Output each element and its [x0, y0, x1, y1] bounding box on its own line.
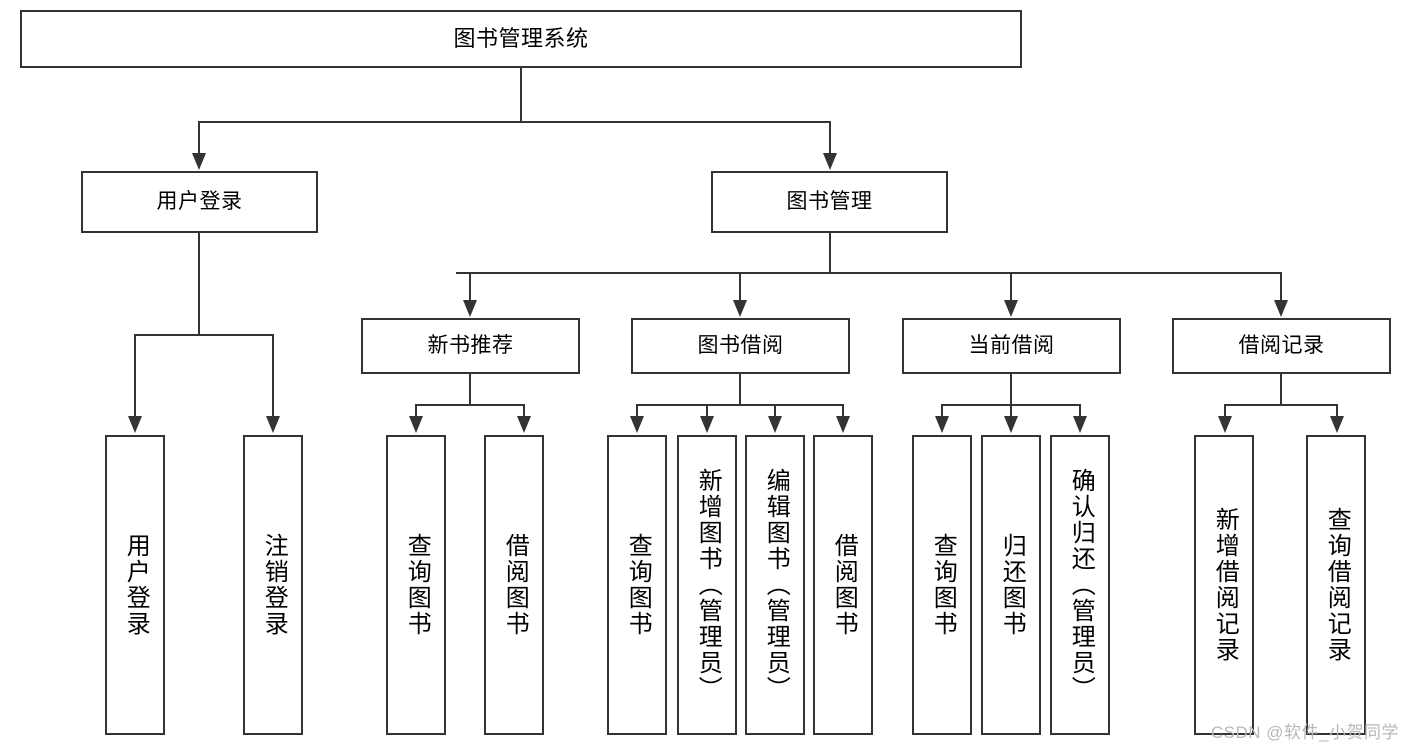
- node-label: 注销登录: [260, 533, 288, 637]
- arrow-new-book-to-leaf-2: [517, 416, 531, 433]
- node-label: 借阅图书: [501, 533, 529, 637]
- node-leaf-borrow-query-book[interactable]: 查询图书: [607, 435, 667, 735]
- node-sub-book-borrow[interactable]: 图书借阅: [631, 318, 850, 374]
- node-leaf-current-confirm-return[interactable]: 确认归还（管理员）: [1050, 435, 1110, 735]
- arrow-current-borrow-to-leaf-2: [1004, 416, 1018, 433]
- node-label: 查询图书: [929, 533, 957, 637]
- connector-borrow-record-trunk: [1280, 374, 1282, 405]
- node-leaf-borrow-borrow-book[interactable]: 借阅图书: [813, 435, 873, 735]
- connector-new-book-to-leaf-2: [523, 404, 525, 418]
- node-label: 编辑图书（管理员）: [762, 468, 790, 702]
- arrow-book-borrow-to-leaf-4: [836, 416, 850, 433]
- node-label: 用户登录: [156, 189, 243, 213]
- arrow-root-to-book-mgmt: [823, 153, 837, 170]
- arrow-book-mgmt-to-sub-1: [463, 300, 477, 317]
- node-leaf-user-logout[interactable]: 注销登录: [243, 435, 303, 735]
- node-label: 图书管理: [786, 189, 873, 213]
- node-leaf-current-query-book[interactable]: 查询图书: [912, 435, 972, 735]
- node-label: 借阅记录: [1238, 333, 1325, 357]
- connector-book-mgmt-trunk: [829, 233, 831, 273]
- node-branch-book-management[interactable]: 图书管理: [711, 171, 948, 233]
- arrow-book-mgmt-to-sub-2: [733, 300, 747, 317]
- arrow-book-mgmt-to-sub-4: [1274, 300, 1288, 317]
- connector-current-borrow-trunk: [1010, 374, 1012, 405]
- connector-book-borrow-to-leaf-1: [636, 404, 638, 418]
- node-leaf-new-book-borrow[interactable]: 借阅图书: [484, 435, 544, 735]
- node-label: 图书借阅: [697, 333, 784, 357]
- arrow-book-mgmt-to-sub-3: [1004, 300, 1018, 317]
- arrow-current-borrow-to-leaf-1: [935, 416, 949, 433]
- connector-book-borrow-to-leaf-4: [842, 404, 844, 418]
- connector-book-borrow-to-leaf-3: [774, 404, 776, 418]
- connector-new-book-to-leaf-1: [415, 404, 417, 418]
- node-label: 新增图书（管理员）: [694, 468, 722, 702]
- connector-borrow-record-to-leaf-2: [1336, 404, 1338, 418]
- connector-user-login-to-leaf-1: [134, 334, 136, 418]
- arrow-user-login-to-leaf-1: [128, 416, 142, 433]
- arrow-current-borrow-to-leaf-3: [1073, 416, 1087, 433]
- connector-new-book-trunk: [469, 374, 471, 405]
- arrow-book-borrow-to-leaf-1: [630, 416, 644, 433]
- node-label: 新书推荐: [427, 333, 514, 357]
- node-leaf-borrow-edit-book[interactable]: 编辑图书（管理员）: [745, 435, 805, 735]
- node-leaf-current-return-book[interactable]: 归还图书: [981, 435, 1041, 735]
- connector-current-borrow-to-leaf-3: [1079, 404, 1081, 418]
- node-sub-new-book-recommend[interactable]: 新书推荐: [361, 318, 580, 374]
- node-leaf-new-book-query[interactable]: 查询图书: [386, 435, 446, 735]
- node-label: 查询图书: [403, 533, 431, 637]
- node-label: 当前借阅: [968, 333, 1055, 357]
- arrow-book-borrow-to-leaf-3: [768, 416, 782, 433]
- connector-user-login-to-leaf-2: [272, 334, 274, 418]
- connector-user-login-bus: [134, 334, 274, 336]
- connector-current-borrow-to-leaf-2: [1010, 404, 1012, 418]
- node-leaf-borrow-add-book[interactable]: 新增图书（管理员）: [677, 435, 737, 735]
- connector-root-to-book-mgmt: [829, 121, 831, 155]
- node-label: 新增借阅记录: [1211, 507, 1239, 663]
- connector-book-borrow-bus: [636, 404, 844, 406]
- node-leaf-record-add[interactable]: 新增借阅记录: [1194, 435, 1254, 735]
- connector-book-mgmt-to-sub-3: [1010, 272, 1012, 302]
- node-leaf-record-query[interactable]: 查询借阅记录: [1306, 435, 1366, 735]
- node-label: 归还图书: [998, 533, 1026, 637]
- node-label: 借阅图书: [830, 533, 858, 637]
- connector-user-login-trunk: [198, 233, 200, 335]
- connector-book-mgmt-to-sub-1: [469, 272, 471, 302]
- connector-book-borrow-trunk: [739, 374, 741, 405]
- arrow-borrow-record-to-leaf-2: [1330, 416, 1344, 433]
- node-sub-borrow-record[interactable]: 借阅记录: [1172, 318, 1391, 374]
- connector-current-borrow-to-leaf-1: [941, 404, 943, 418]
- connector-book-mgmt-bus: [456, 272, 1281, 274]
- node-sub-current-borrow[interactable]: 当前借阅: [902, 318, 1121, 374]
- connector-book-borrow-to-leaf-2: [706, 404, 708, 418]
- arrow-book-borrow-to-leaf-2: [700, 416, 714, 433]
- arrow-borrow-record-to-leaf-1: [1218, 416, 1232, 433]
- connector-book-mgmt-to-sub-4: [1280, 272, 1282, 302]
- connector-borrow-record-bus: [1224, 404, 1338, 406]
- node-label: 查询借阅记录: [1323, 507, 1351, 663]
- node-label: 查询图书: [624, 533, 652, 637]
- node-label: 用户登录: [122, 533, 150, 637]
- node-label: 确认归还（管理员）: [1067, 468, 1095, 702]
- connector-root-trunk: [520, 68, 522, 122]
- connector-borrow-record-to-leaf-1: [1224, 404, 1226, 418]
- node-label: 图书管理系统: [453, 26, 589, 52]
- arrow-user-login-to-leaf-2: [266, 416, 280, 433]
- node-branch-user-login[interactable]: 用户登录: [81, 171, 318, 233]
- node-leaf-user-login[interactable]: 用户登录: [105, 435, 165, 735]
- arrow-root-to-user-login: [192, 153, 206, 170]
- connector-book-mgmt-to-sub-2: [739, 272, 741, 302]
- connector-new-book-bus: [415, 404, 525, 406]
- node-root-system[interactable]: 图书管理系统: [20, 10, 1022, 68]
- connector-root-to-user-login: [198, 121, 200, 155]
- arrow-new-book-to-leaf-1: [409, 416, 423, 433]
- connector-root-bus: [199, 121, 831, 123]
